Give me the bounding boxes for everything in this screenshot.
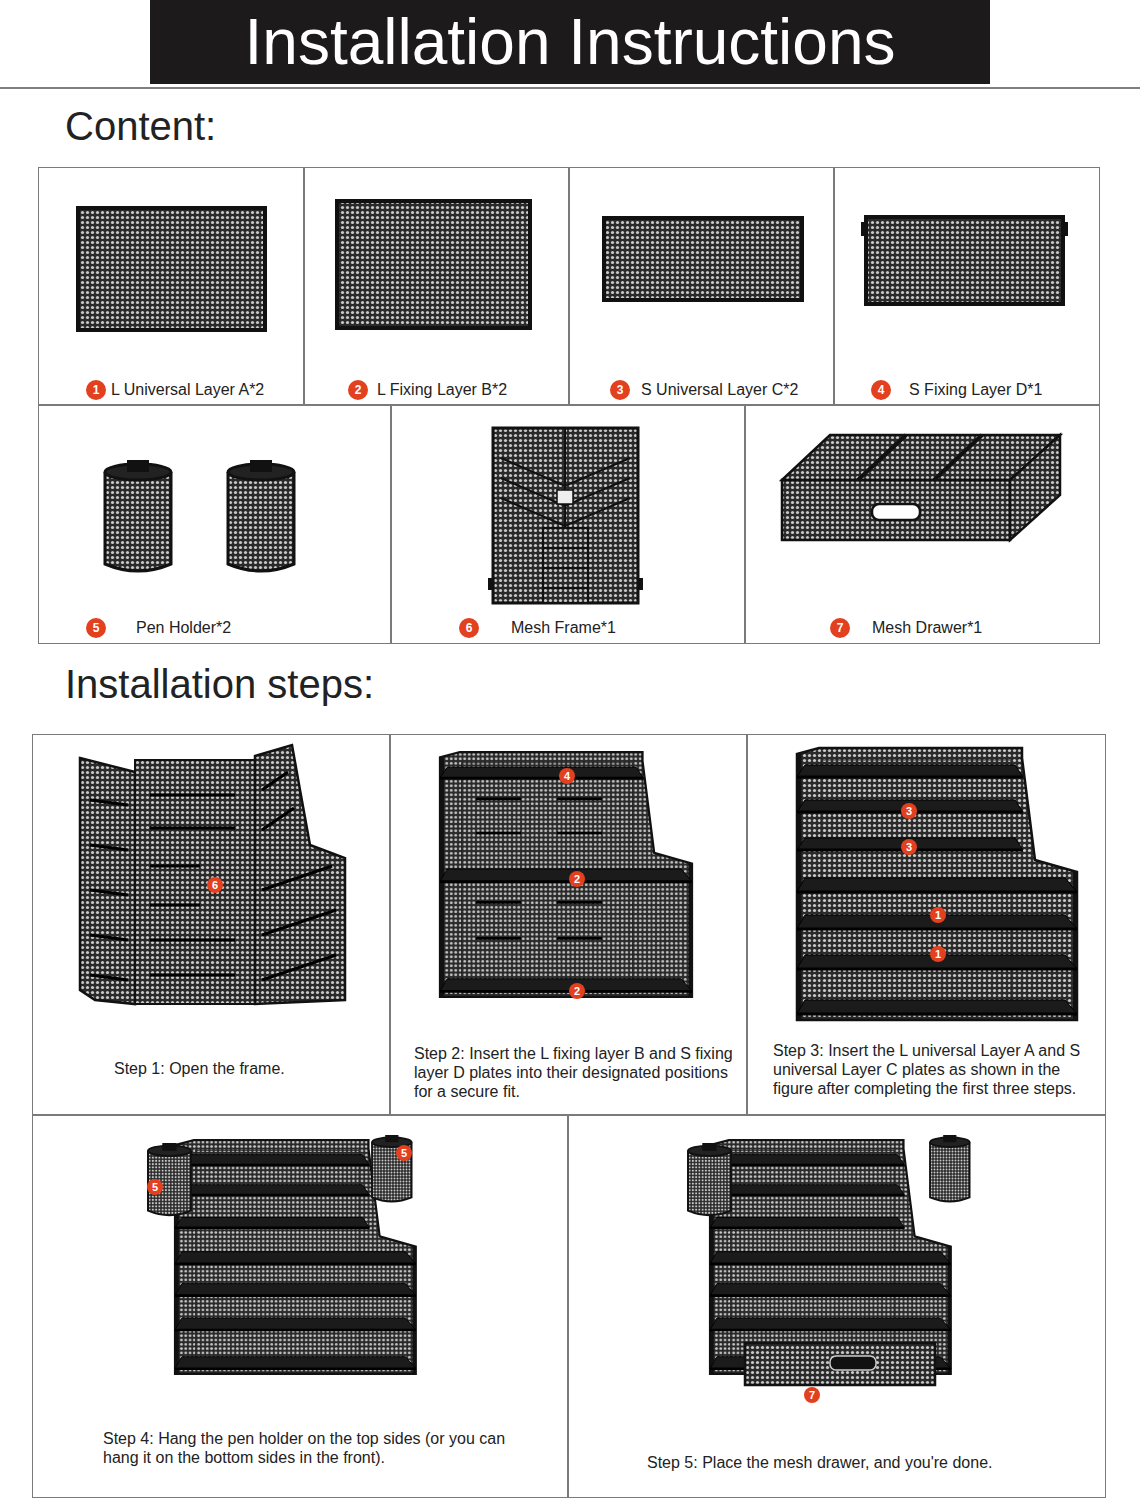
step-text: Step 5: Place the mesh drawer, and you'r… [647, 1453, 1077, 1472]
callout-text: 1 [935, 910, 941, 921]
part-panel: Pen Holder*2 5 [38, 405, 391, 644]
section-heading: Content: [65, 104, 216, 149]
callout-text: 2 [574, 874, 580, 885]
part-label: Mesh Frame*1 [511, 618, 616, 637]
part-label: S Fixing Layer D*1 [909, 380, 1042, 399]
part-illustrations [78, 201, 1068, 603]
title-banner [0, 0, 1140, 88]
part-label: S Universal Layer C*2 [641, 380, 798, 399]
step-panel: Step 1: Open the frame. 6 [32, 734, 390, 1115]
page-title: Installation Instructions [245, 0, 896, 84]
step-text: Step 3: Insert the L universal Layer A a… [773, 1041, 1101, 1099]
callout-number: 7 [830, 618, 850, 638]
step-text: Step 4: Hang the pen holder on the top s… [103, 1429, 543, 1467]
callout-number: 6 [207, 877, 223, 893]
callout-number: 3 [901, 803, 917, 819]
callout-text: 1 [93, 384, 100, 396]
callout-number: 5 [86, 618, 106, 638]
callout-number: 1 [86, 380, 106, 400]
step-text: Step 2: Insert the L fixing layer B and … [414, 1044, 740, 1102]
callout-number: 6 [459, 618, 479, 638]
callout-text: 7 [809, 1390, 815, 1401]
callout-text: 6 [466, 622, 473, 634]
callout-text: 2 [574, 986, 580, 997]
callout-text: 5 [401, 1148, 407, 1159]
callout-text: 3 [617, 384, 624, 396]
part-panel: S Universal Layer C*2 3 [569, 167, 834, 405]
section-heading: Installation steps: [65, 662, 374, 707]
callout-text: 2 [355, 384, 362, 396]
part-panel: Mesh Drawer*1 7 [745, 405, 1100, 644]
callout-number: 1 [930, 946, 946, 962]
callout-text: 4 [564, 771, 570, 782]
callout-text: 1 [935, 949, 941, 960]
callout-text: 7 [837, 622, 844, 634]
step-panel: Step 3: Insert the L universal Layer A a… [747, 734, 1106, 1115]
callout-text: 5 [152, 1182, 158, 1193]
callout-text: 6 [212, 880, 218, 891]
callout-number: 2 [569, 983, 585, 999]
part-label: L Universal Layer A*2 [111, 380, 264, 399]
callout-number: 1 [930, 907, 946, 923]
part-panel: Mesh Frame*1 6 [391, 405, 745, 644]
callout-number: 2 [348, 380, 368, 400]
part-label: L Fixing Layer B*2 [377, 380, 507, 399]
step-panel: Step 2: Insert the L fixing layer B and … [390, 734, 747, 1115]
callout-text: 4 [878, 384, 885, 396]
part-panel: S Fixing Layer D*1 4 [834, 167, 1100, 405]
callout-text: 3 [906, 842, 912, 853]
callout-number: 4 [871, 380, 891, 400]
callout-number: 3 [901, 839, 917, 855]
step-text: Step 1: Open the frame. [114, 1059, 379, 1078]
callout-text: 5 [93, 622, 100, 634]
callout-number: 7 [804, 1387, 820, 1403]
callout-number: 2 [569, 871, 585, 887]
callout-number: 4 [559, 768, 575, 784]
callout-text: 3 [906, 806, 912, 817]
callout-number: 5 [147, 1179, 163, 1195]
part-panel: L Universal Layer A*2 1 [38, 167, 304, 405]
part-panel: L Fixing Layer B*2 2 [304, 167, 569, 405]
callout-number: 3 [610, 380, 630, 400]
part-label: Pen Holder*2 [136, 618, 231, 637]
callout-number: 5 [396, 1145, 412, 1161]
part-label: Mesh Drawer*1 [872, 618, 982, 637]
step-panel: Step 4: Hang the pen holder on the top s… [32, 1115, 568, 1498]
step-panel: Step 5: Place the mesh drawer, and you'r… [568, 1115, 1106, 1498]
